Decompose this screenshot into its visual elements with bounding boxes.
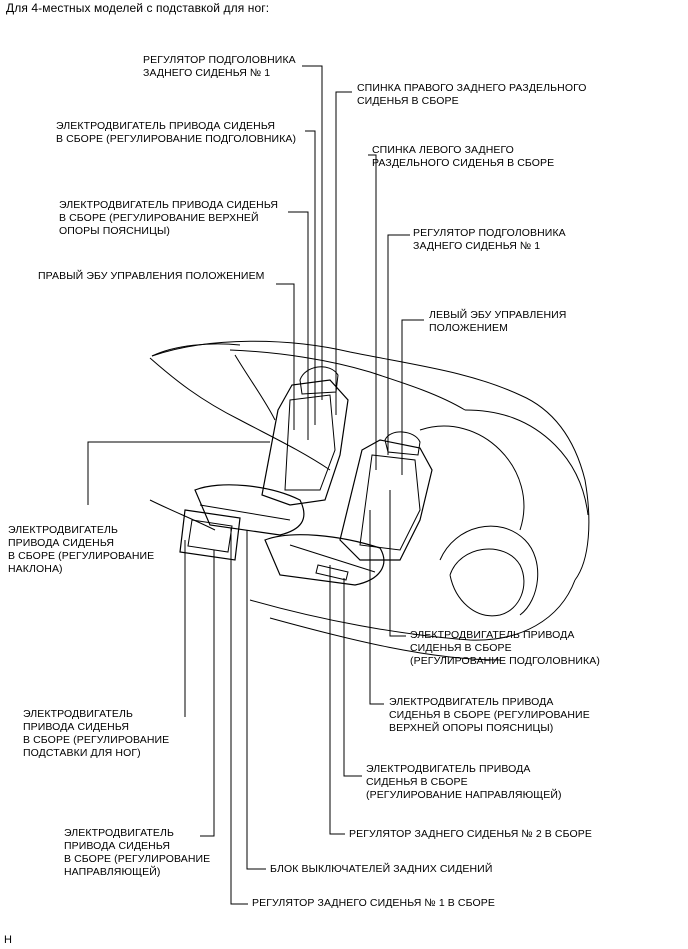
leader-right-seatback [335,91,352,415]
leader-switch-block [246,530,266,870]
car-roof-line [151,340,590,581]
car-c-pillar [234,354,276,421]
leader-motor-slide-left [343,578,362,777]
callout-motor-lumbar-left: ЭЛЕКТРОДВИГАТЕЛЬ ПРИВОДА СИДЕНЬЯ В СБОРЕ… [389,696,590,734]
callout-motor-headrest-left: ЭЛЕКТРОДВИГАТЕЛЬ ПРИВОДА СИДЕНЬЯ В СБОРЕ… [410,629,600,667]
heading: Для 4-местных моделей с подставкой для н… [6,1,270,15]
car-rear-window [229,349,466,411]
car-wheel-arch [439,525,539,616]
left-seatback-inner [359,454,421,551]
leader-headrest-adjuster-right [302,65,323,400]
left-seat-cushion [264,534,385,586]
callout-seat-adjuster-2: РЕГУЛЯТОР ЗАДНЕГО СИДЕНЬЯ № 2 В СБОРЕ [349,828,592,840]
car-left-side [149,357,331,471]
callout-left-seatback: СПИНКА ЛЕВОГО ЗАДНЕГО РАЗДЕЛЬНОГО СИДЕНЬ… [372,144,555,169]
car-right-door [419,425,525,531]
right-seatback-inner [284,394,336,491]
car-trunk-edge [151,343,241,357]
right-seatback-frame [261,379,349,506]
footrest-panel [179,509,241,561]
figure-code: H [4,934,13,946]
car-right-body [464,409,589,516]
callout-headrest-adjuster-left: РЕГУЛЯТОР ПОДГОЛОВНИКА ЗАДНЕГО СИДЕНЬЯ №… [413,227,566,252]
leader-left-ecu [401,319,424,475]
seat-rail-left [289,544,376,573]
callout-motor-footrest: ЭЛЕКТРОДВИГАТЕЛЬ ПРИВОДА СИДЕНЬЯ В СБОРЕ… [23,708,170,759]
callout-motor-recline: ЭЛЕКТРОДВИГАТЕЛЬ ПРИВОДА СИДЕНЬЯ В СБОРЕ… [8,524,155,575]
right-seat-cushion [194,484,305,536]
callout-motor-slide-right: ЭЛЕКТРОДВИГАТЕЛЬ ПРИВОДА СИДЕНЬЯ В СБОРЕ… [64,827,211,878]
callout-headrest-adjuster-right: РЕГУЛЯТОР ПОДГОЛОВНИКА ЗАДНЕГО СИДЕНЬЯ №… [143,54,296,79]
leader-left-seatback [368,154,377,470]
car-wheel [449,548,525,617]
leader-motor-headrest-left [389,490,406,637]
leader-motor-headrest-right [305,130,316,425]
callout-seat-adjuster-1: РЕГУЛЯТОР ЗАДНЕГО СИДЕНЬЯ № 1 В СБОРЕ [252,897,495,909]
callout-motor-slide-left: ЭЛЕКТРОДВИГАТЕЛЬ ПРИВОДА СИДЕНЬЯ В СБОРЕ… [366,763,562,801]
car-sill [269,617,501,661]
callout-right-seatback: СПИНКА ПРАВОГО ЗАДНЕГО РАЗДЕЛЬНОГО СИДЕН… [357,82,587,107]
left-seatback-frame [339,439,433,561]
leader-right-ecu [276,283,295,430]
leader-motor-lumbar-right [288,211,309,440]
leader-seat-adjuster-2 [329,565,345,835]
footrest-inner [187,519,233,553]
callout-motor-headrest-right: ЭЛЕКТРОДВИГАТЕЛЬ ПРИВОДА СИДЕНЬЯ В СБОРЕ… [56,120,297,145]
seat-rail-right [199,504,291,521]
callout-motor-lumbar-right: ЭЛЕКТРОДВИГАТЕЛЬ ПРИВОДА СИДЕНЬЯ В СБОРЕ… [59,199,279,237]
leader-motor-slide-right [200,550,215,837]
callout-right-ecu: ПРАВЫЙ ЭБУ УПРАВЛЕНИЯ ПОЛОЖЕНИЕМ [38,270,265,282]
leader-headrest-adjuster-left [387,234,410,455]
car-left-lower [149,499,216,531]
leader-motor-recline [87,441,270,505]
callout-left-ecu: ЛЕВЫЙ ЭБУ УПРАВЛЕНИЯ ПОЛОЖЕНИЕМ [429,309,567,334]
leader-motor-lumbar-left [369,510,384,705]
leader-seat-adjuster-1 [230,528,248,905]
right-headrest [299,366,339,395]
car-floor-line [249,579,576,641]
seat-motor-slide [315,564,349,581]
callout-switch-block: БЛОК ВЫКЛЮЧАТЕЛЕЙ ЗАДНИХ СИДЕНИЙ [270,863,493,875]
